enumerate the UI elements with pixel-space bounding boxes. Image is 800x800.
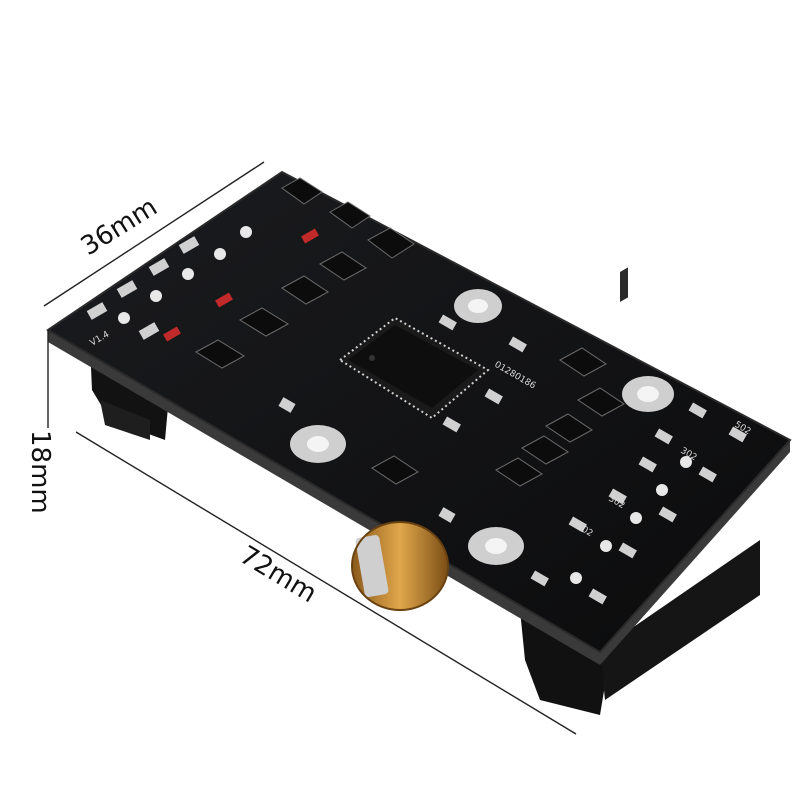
mounting-hole — [622, 376, 674, 412]
length-dimension-label: 72mm — [234, 540, 321, 609]
mounting-hole — [468, 527, 524, 565]
smd-components — [86, 236, 747, 605]
pin-header-right — [520, 267, 760, 715]
leds — [118, 226, 692, 584]
diodes — [163, 228, 319, 342]
dimension-lines — [43, 161, 577, 735]
mounting-hole — [290, 425, 346, 463]
transistor-array — [195, 177, 625, 487]
main-ic-chip — [338, 316, 490, 420]
height-dimension-label: 18mm — [25, 430, 55, 514]
mounting-hole — [454, 289, 502, 323]
capacitor — [351, 521, 449, 611]
width-dimension-label: 36mm — [76, 192, 163, 262]
